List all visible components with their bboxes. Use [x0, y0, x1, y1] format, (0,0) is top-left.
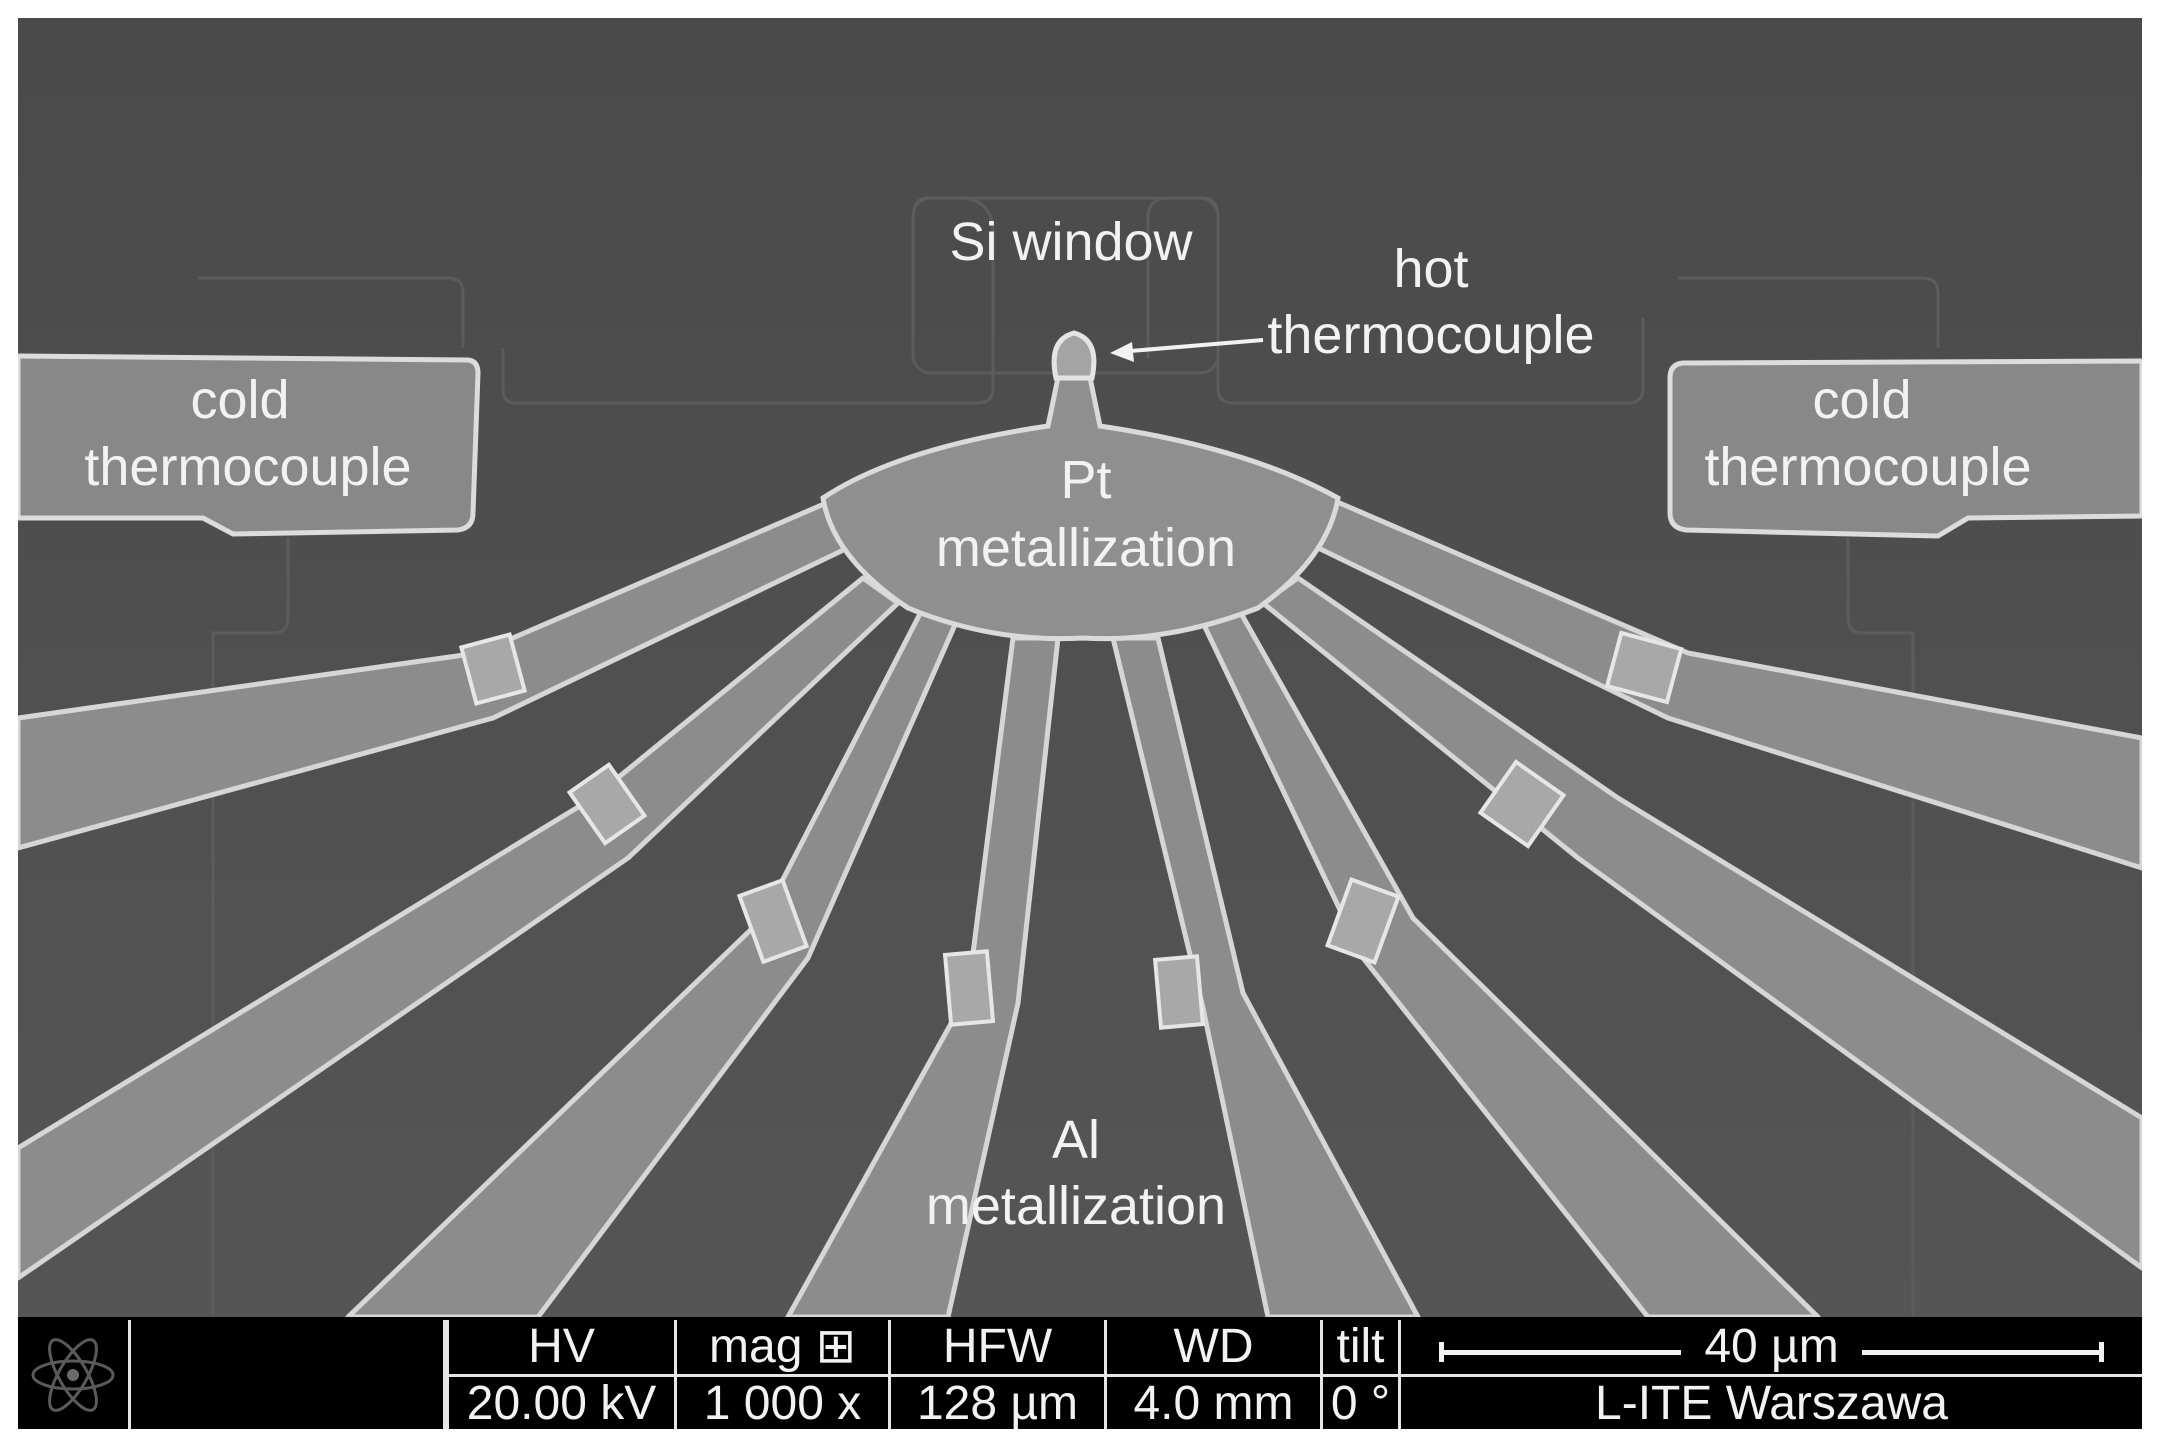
mag-value: 1 000 x — [677, 1374, 888, 1431]
cold-thermocouple-right-label-line2: thermocouple — [1704, 437, 2031, 497]
hot-thermocouple-arrow — [1110, 338, 1264, 362]
hfw-value: 128 µm — [891, 1374, 1104, 1431]
mag-cell: mag ⊞ 1 000 x — [674, 1320, 888, 1431]
hv-cell: HV 20.00 kV — [446, 1320, 674, 1431]
cold-thermocouple-right-pad — [1667, 358, 2142, 539]
sem-data-bar: HV 20.00 kV mag ⊞ 1 000 x HFW 128 µm WD … — [18, 1320, 2142, 1431]
hot-thermocouple-label-line2: thermocouple — [1267, 305, 1594, 365]
pt-metallization-label-line2: metallization — [936, 518, 1236, 578]
cold-thermocouple-left-pad — [18, 353, 481, 537]
institution-label: L-ITE Warszawa — [1401, 1374, 2142, 1431]
al-metallization-label-line1: Al — [1052, 1110, 1100, 1170]
mag-label: mag ⊞ — [709, 1320, 856, 1373]
si-window-label: Si window — [949, 212, 1193, 272]
hot-thermocouple-tip — [1051, 330, 1097, 381]
hot-thermocouple-label-line1: hot — [1393, 239, 1468, 299]
sem-micrograph: Si window hot thermocouple cold thermoco… — [18, 18, 2142, 1317]
atom-logo-icon — [31, 1338, 115, 1412]
hv-label: HV — [528, 1320, 595, 1373]
wd-label: WD — [1173, 1320, 1254, 1373]
scale-bar-label: 40 µm — [1704, 1320, 1839, 1373]
finger-7 — [1260, 575, 2142, 1271]
hfw-label: HFW — [942, 1320, 1053, 1373]
scale-bar-line-right — [1862, 1350, 2102, 1355]
hfw-cell: HFW 128 µm — [888, 1320, 1104, 1431]
logo-cell — [18, 1320, 128, 1429]
cold-thermocouple-right-label-line1: cold — [1812, 370, 1911, 430]
scale-bar-line-left — [1441, 1350, 1681, 1355]
wd-cell: WD 4.0 mm — [1104, 1320, 1320, 1431]
scale-cell: 40 µm L-ITE Warszawa — [1398, 1320, 2142, 1431]
pt-metallization-label-line1: Pt — [1060, 450, 1111, 510]
scale-bar-tick-right — [2099, 1342, 2104, 1362]
blank-cell — [128, 1320, 446, 1429]
cold-thermocouple-left-label-line1: cold — [190, 370, 289, 430]
tilt-value: 0 ° — [1323, 1374, 1398, 1431]
contact-overlaps — [458, 630, 1684, 1030]
tilt-label: tilt — [1336, 1320, 1385, 1373]
scale-bar-tick-left — [1439, 1342, 1444, 1362]
metal-fingers — [18, 495, 2142, 1317]
al-metallization-label-line2: metallization — [926, 1176, 1226, 1236]
wd-value: 4.0 mm — [1107, 1374, 1320, 1431]
cold-thermocouple-left-label-line2: thermocouple — [84, 437, 411, 497]
tilt-cell: tilt 0 ° — [1320, 1320, 1398, 1431]
hv-value: 20.00 kV — [449, 1374, 674, 1431]
sem-image-frame: Si window hot thermocouple cold thermoco… — [18, 18, 2142, 1431]
pt-metallization-body — [820, 365, 1341, 642]
